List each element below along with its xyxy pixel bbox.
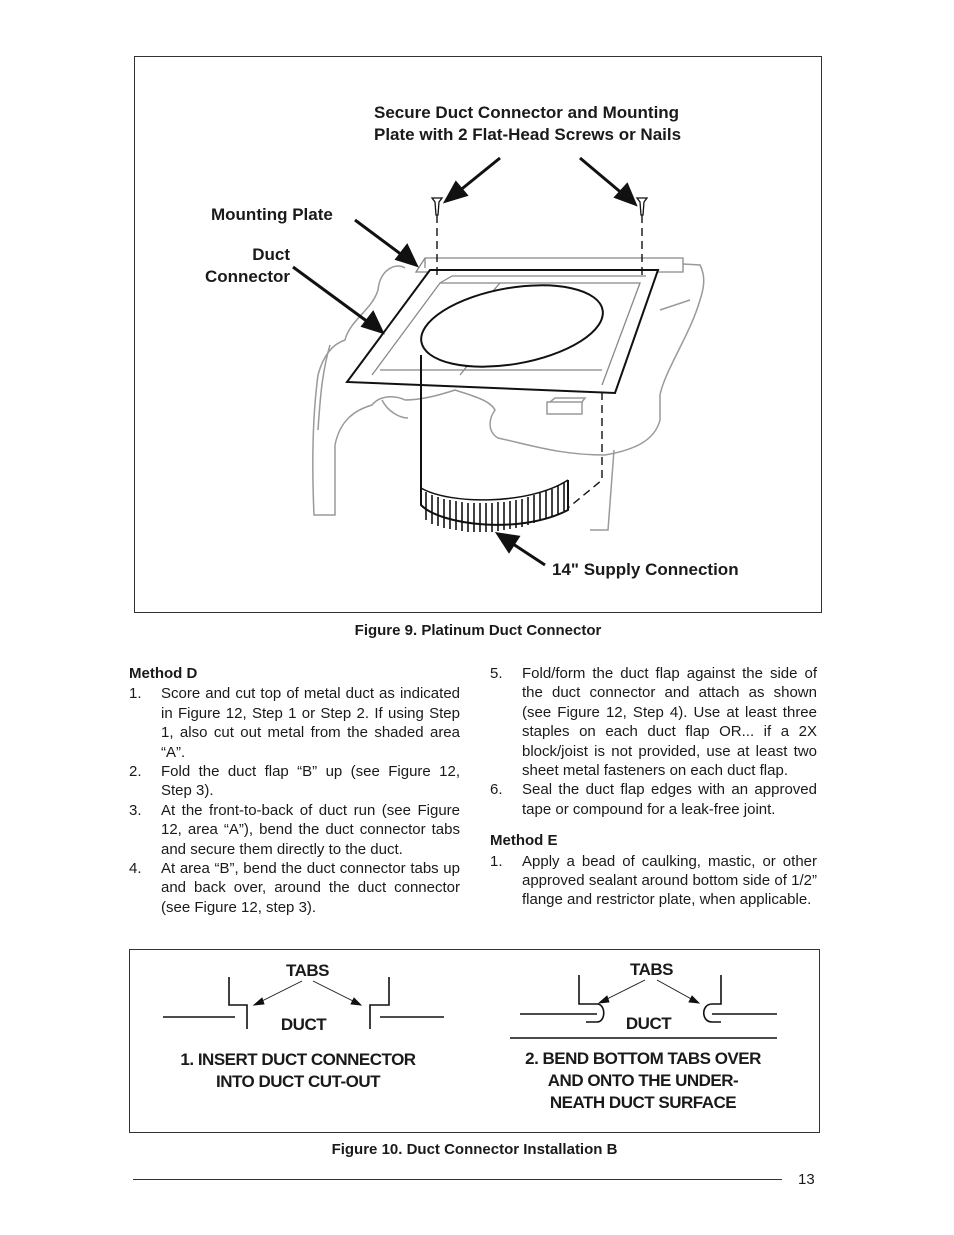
item-text: At the front-to-back of duct run (see Fi… <box>161 801 460 858</box>
item-number: 3. <box>129 801 142 819</box>
footer-rule <box>133 1179 782 1180</box>
duct-label-left: DUCT <box>280 1015 327 1034</box>
list-item: 4. At area “B”, bend the duct connector t… <box>129 859 460 917</box>
list-item: 1. Apply a bead of caulking, mastic, or o… <box>490 852 817 910</box>
left-column: Method D 1. Score and cut top of metal du… <box>129 664 460 917</box>
method-e-heading: Method E <box>490 832 558 850</box>
list-item: 3. At the front-to-back of duct run (see … <box>129 801 460 859</box>
callout-secure-line-2: Plate with 2 Flat-Head Screws or Nails <box>374 125 682 144</box>
item-text: At area “B”, bend the duct connector tab… <box>161 860 460 916</box>
step-1-line-2: INTO DUCT CUT-OUT <box>215 1072 381 1091</box>
figure-9-frame <box>134 56 822 613</box>
item-text: Score and cut top of metal duct as indic… <box>161 685 460 761</box>
duct-label-right: DUCT <box>625 1014 672 1033</box>
list-item: 6. Seal the duct flap edges with an appro… <box>490 780 817 819</box>
step-2-line-1: 2. BEND BOTTOM TABS OVER <box>525 1049 761 1068</box>
floor-sketch <box>312 263 705 531</box>
step-2-line-2: AND ONTO THE UNDER- <box>547 1071 739 1090</box>
tabs-label-right: TABS <box>629 960 674 979</box>
item-number: 2. <box>129 763 142 781</box>
item-text: Fold the duct flap “B” up (see Figure 12… <box>161 763 460 800</box>
step-2-label: 2. BEND BOTTOM TABS OVER AND ONTO THE UN… <box>497 1048 789 1114</box>
item-number: 1. <box>129 685 142 703</box>
connector-tab-left <box>228 977 248 1029</box>
step-2-line-3: NEATH DUCT SURFACE <box>549 1093 737 1112</box>
method-d-heading: Method D <box>129 665 198 682</box>
screw-guide-lines <box>436 215 643 509</box>
callout-duct-connector: Duct Connector <box>190 244 290 288</box>
item-text: Seal the duct flap edges with an approve… <box>522 781 817 818</box>
figure-9-caption: Figure 9. Platinum Duct Connector <box>354 622 602 639</box>
list-item: 1. Score and cut top of metal duct as ind… <box>129 684 460 762</box>
item-text: Apply a bead of caulking, mastic, or oth… <box>522 852 817 909</box>
callout-secure-screws: Secure Duct Connector and Mounting Plate… <box>374 102 681 146</box>
supply-cylinder <box>420 284 604 532</box>
item-number: 5. <box>490 665 503 682</box>
callout-mounting-plate: Mounting Plate <box>211 205 333 224</box>
step-1-label: 1. INSERT DUCT CONNECTOR INTO DUCT CUT-O… <box>150 1049 446 1093</box>
screw-icon <box>430 197 649 216</box>
list-item: 2. Fold the duct flap “B” up (see Figure … <box>129 762 460 801</box>
page-number: 13 <box>798 1171 815 1188</box>
step-1-line-1: 1. INSERT DUCT CONNECTOR <box>180 1050 416 1069</box>
callout-duct-line-2: Connector <box>205 267 290 286</box>
figure-10-frame <box>129 949 820 1133</box>
bent-tab-left <box>578 975 605 1023</box>
right-column: 5. Fold/form the duct flap against the si… <box>490 664 817 910</box>
item-number: 4. <box>129 860 142 878</box>
bent-tab-right <box>702 975 722 1023</box>
item-number: 6. <box>490 781 503 799</box>
figure-10-caption: Figure 10. Duct Connector Installation B <box>331 1141 618 1158</box>
list-item: 5. Fold/form the duct flap against the si… <box>490 664 817 780</box>
tabs-label-left: TABS <box>285 961 330 980</box>
callout-secure-line-1: Secure Duct Connector and Mounting <box>374 103 680 122</box>
callout-arrows <box>292 156 638 567</box>
callout-supply-connection: 14" Supply Connection <box>552 560 739 579</box>
callout-duct-line-1: Duct <box>252 245 290 264</box>
item-text: Fold/form the duct flap against the side… <box>522 665 817 780</box>
connector-tab-right <box>369 977 390 1029</box>
item-number: 1. <box>490 852 503 870</box>
